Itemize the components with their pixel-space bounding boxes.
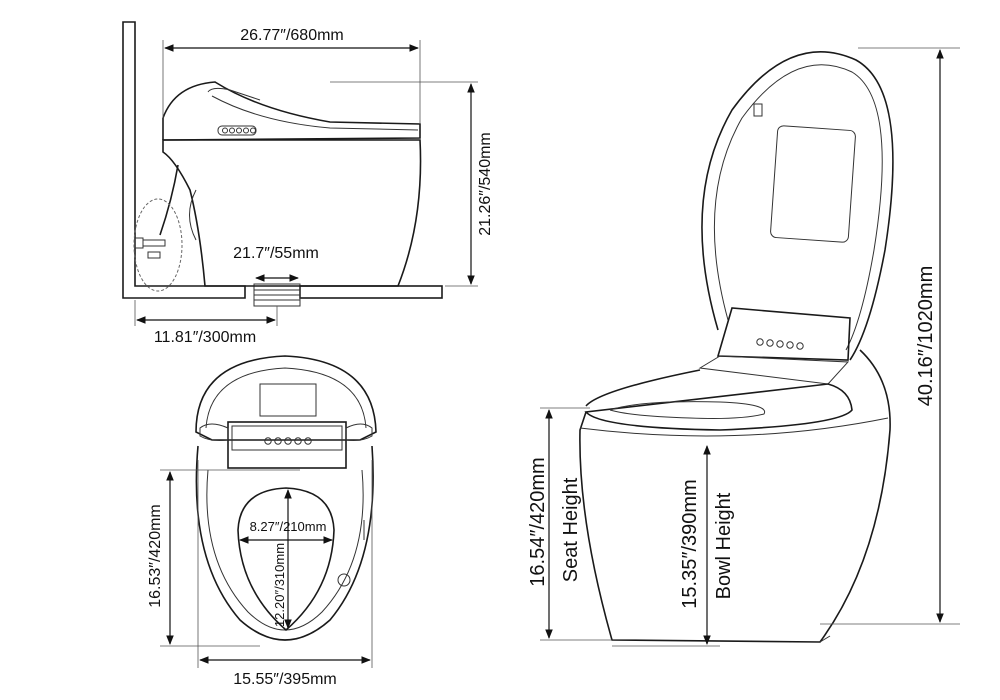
bowl-opening [237, 487, 335, 632]
water-hose [159, 164, 179, 236]
side-view: 26.77″/680mm 21.26″/540mm 21.7″/55mm 11.… [122, 21, 494, 346]
seat-length-label: 16.53″/420mm [147, 504, 164, 608]
valve-icon [134, 237, 144, 249]
width-label: 15.55″/395mm [233, 671, 337, 688]
length-label: 26.77″/680mm [240, 27, 344, 44]
front-view: 16.54″/420mm Seat Height 15.35″/390mm Bo… [527, 47, 960, 647]
display-panel-top [259, 383, 317, 417]
tank-top [195, 355, 377, 441]
bowl-length-label: 12.20″/310mm [272, 543, 287, 627]
bowl-height-caption: Bowl Height [713, 492, 735, 599]
wall-section [122, 21, 246, 299]
outlet-label: 21.7″/55mm [233, 245, 319, 262]
sensor-icon [337, 573, 351, 587]
toilet-lid-side [162, 81, 421, 141]
bowl-height-label: 15.35″/390mm [679, 479, 701, 608]
total-height-label: 40.16″/1020mm [915, 266, 937, 407]
lid-display-window [770, 125, 856, 243]
toilet-body-side [162, 139, 422, 287]
rough-in-label: 11.81″/300mm [154, 329, 256, 346]
seat-outer [195, 445, 374, 641]
toilet-body-front [579, 349, 891, 643]
lid-outer [701, 51, 894, 361]
valve-detail-circle [133, 198, 183, 292]
top-view: 16.53″/420mm 8.27″/210mm 12.20″/310mm 15… [147, 355, 377, 688]
seat-height-caption: Seat Height [560, 477, 582, 582]
seat-height-label: 16.54″/420mm [527, 457, 549, 586]
control-panel-top [227, 421, 347, 469]
height-label: 21.26″/540mm [477, 132, 494, 236]
floor-section [299, 285, 443, 299]
seat-ring [584, 369, 853, 431]
control-panel-front [716, 307, 851, 361]
